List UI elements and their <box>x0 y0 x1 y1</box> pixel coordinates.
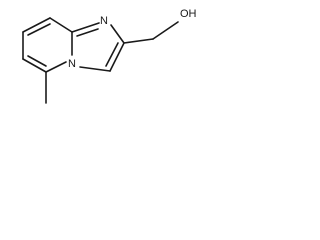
atom-label-hydroxyl: OH <box>180 8 197 20</box>
bond-c3-n4 <box>79 66 111 72</box>
bond-c2-ch2 <box>123 38 154 44</box>
bond-c2-c3-inner <box>105 42 119 67</box>
bond-c8a-n1 <box>71 22 100 33</box>
bond-n1-c2 <box>110 24 125 44</box>
bond-c6-c5-inner <box>27 55 47 67</box>
structure-diagram: N N OH <box>22 8 197 104</box>
atom-label-n-imidazole: N <box>100 15 108 27</box>
bond-c8a-c8 <box>49 17 73 33</box>
bond-c2-c3 <box>109 42 125 72</box>
bond-c5-n4 <box>45 61 67 73</box>
atom-label-n-bridge: N <box>68 58 76 70</box>
bond-c6-c5 <box>22 58 47 73</box>
bond-c8-c7-inner <box>27 23 51 36</box>
bond-c8-c7 <box>22 17 51 33</box>
bond-c8a-n1-inner <box>76 28 99 37</box>
bond-ch2-o <box>152 21 179 40</box>
